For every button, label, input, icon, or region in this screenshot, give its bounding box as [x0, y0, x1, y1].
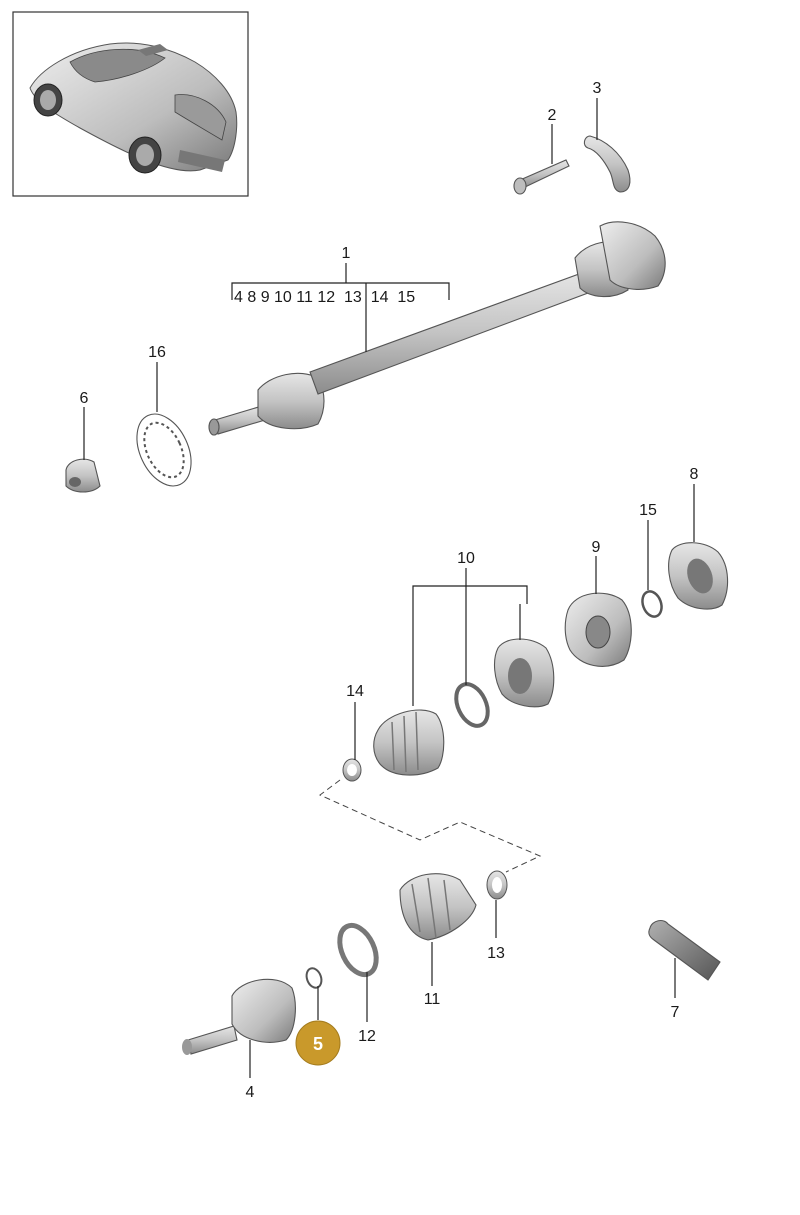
callout-2: 2	[548, 107, 557, 124]
callout-12: 12	[358, 1028, 376, 1045]
highlight-badge	[295, 1020, 341, 1066]
part-clamp-small	[342, 758, 362, 782]
callout-7: 7	[671, 1004, 680, 1021]
vehicle-thumbnail	[12, 11, 249, 197]
part-drive-shaft	[208, 221, 666, 436]
callout-15: 15	[639, 502, 657, 519]
part-grease-tube	[648, 919, 721, 981]
callout-13: 13	[487, 945, 505, 962]
part-boot-outer	[399, 873, 477, 941]
part-cv-joint-outer	[182, 978, 296, 1055]
callouts: 2 3 1 4 8 9 10 11 12 13 14 15 16 6 8 15 …	[80, 80, 699, 1101]
kit-contents: 4 8 9 10 11 12 13 14 15	[234, 289, 415, 306]
callout-10: 10	[457, 550, 475, 567]
callout-9: 9	[592, 539, 601, 556]
part-nut	[65, 458, 101, 493]
callout-16: 16	[148, 344, 166, 361]
part-band-clamp	[337, 922, 379, 978]
callout-6: 6	[80, 390, 89, 407]
callout-8: 8	[690, 466, 699, 483]
part-cv-joint-inner	[564, 592, 632, 667]
part-retaining-ring	[305, 967, 323, 989]
part-serrated-washer	[136, 413, 192, 487]
dashed-connector	[319, 779, 542, 873]
callout-4: 4	[246, 1084, 255, 1101]
part-boot-kit	[373, 638, 555, 776]
part-lock-plate	[583, 135, 631, 193]
car-image	[29, 42, 238, 174]
part-circlip	[641, 590, 663, 618]
part-flange-cap	[668, 542, 729, 610]
callout-14: 14	[346, 683, 364, 700]
leader-lines	[83, 98, 695, 1078]
callout-3: 3	[593, 80, 602, 97]
callout-1: 1	[342, 245, 351, 262]
part-bolt	[513, 159, 570, 195]
callout-5: 5	[313, 1034, 323, 1054]
part-clamp-13	[486, 870, 508, 900]
callout-11: 11	[424, 991, 441, 1008]
callout-5-highlight[interactable]: 5	[295, 1020, 341, 1066]
